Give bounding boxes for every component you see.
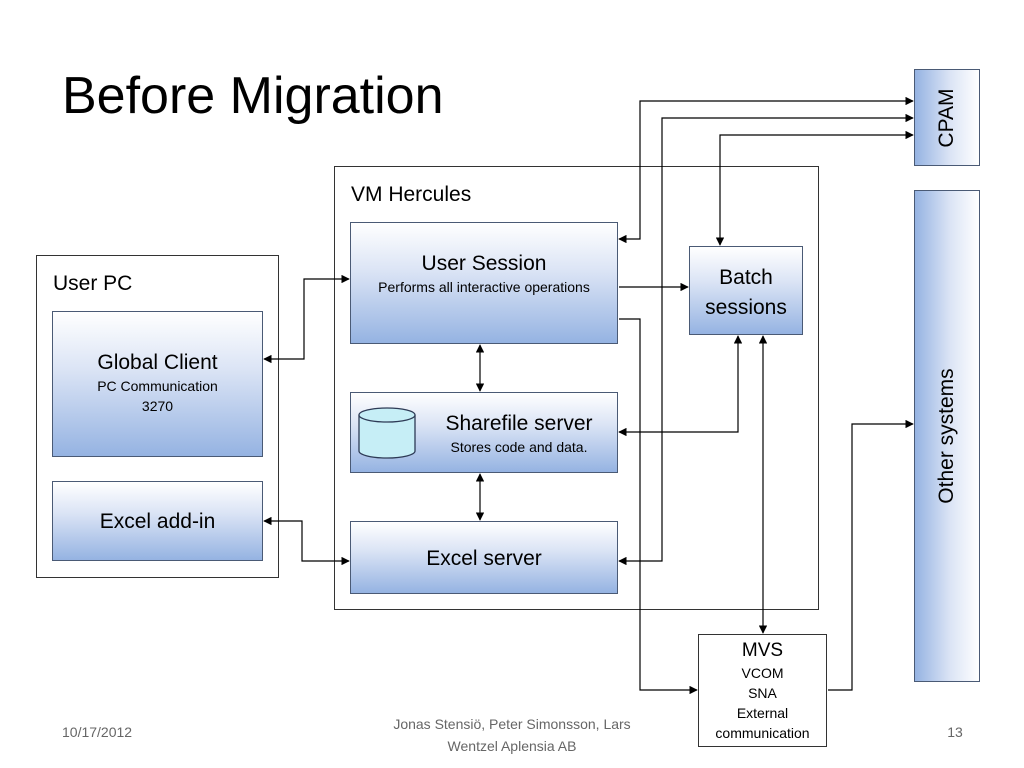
sharefile-server-sub: Stores code and data. bbox=[450, 439, 588, 455]
other-systems-label: Other systems bbox=[935, 368, 958, 504]
connector-mvs-other-systems bbox=[828, 419, 914, 691]
footer-date: 10/17/2012 bbox=[62, 724, 133, 740]
user-session-box: User Session Performs all interactive op… bbox=[350, 222, 618, 344]
user-session-sub: Performs all interactive operations bbox=[378, 279, 590, 295]
batch-sessions-line2: sessions bbox=[705, 296, 787, 319]
slide-title: Before Migration bbox=[62, 67, 444, 125]
batch-sessions-box: Batch sessions bbox=[689, 246, 803, 335]
sharefile-server-box: Sharefile server Stores code and data. bbox=[350, 392, 618, 473]
database-cylinder-icon bbox=[358, 407, 416, 459]
mvs-line2: SNA bbox=[748, 685, 777, 701]
footer-authors: Jonas Stensiö, Peter Simonsson, Lars Wen… bbox=[380, 713, 644, 757]
global-client-title: Global Client bbox=[97, 351, 218, 374]
vm-hercules-label: VM Hercules bbox=[351, 183, 472, 206]
mvs-line4: communication bbox=[715, 725, 810, 741]
excel-addin-title: Excel add-in bbox=[99, 510, 216, 533]
global-client-box: Global Client PC Communication 3270 bbox=[52, 311, 263, 457]
mvs-line1: VCOM bbox=[741, 665, 784, 681]
footer-authors-line2: Wentzel Aplensia AB bbox=[447, 738, 577, 754]
global-client-sub2: 3270 bbox=[141, 398, 174, 414]
global-client-sub1: PC Communication bbox=[97, 378, 218, 394]
other-systems-box: Other systems bbox=[914, 190, 980, 682]
user-session-title: User Session bbox=[421, 252, 547, 275]
footer-authors-line1: Jonas Stensiö, Peter Simonsson, Lars bbox=[393, 716, 631, 732]
cpam-box: CPAM bbox=[914, 69, 980, 166]
mvs-line3: External bbox=[736, 705, 789, 721]
batch-sessions-line1: Batch bbox=[719, 266, 773, 289]
excel-addin-box: Excel add-in bbox=[52, 481, 263, 561]
mvs-title: MVS bbox=[741, 640, 784, 661]
user-pc-label: User PC bbox=[53, 272, 133, 295]
excel-server-title: Excel server bbox=[426, 547, 542, 570]
sharefile-server-title: Sharefile server bbox=[445, 412, 593, 435]
excel-server-box: Excel server bbox=[350, 521, 618, 594]
footer-page-number: 13 bbox=[947, 724, 963, 740]
mvs-box: MVS VCOM SNA External communication bbox=[698, 634, 827, 747]
cpam-label: CPAM bbox=[935, 87, 958, 148]
